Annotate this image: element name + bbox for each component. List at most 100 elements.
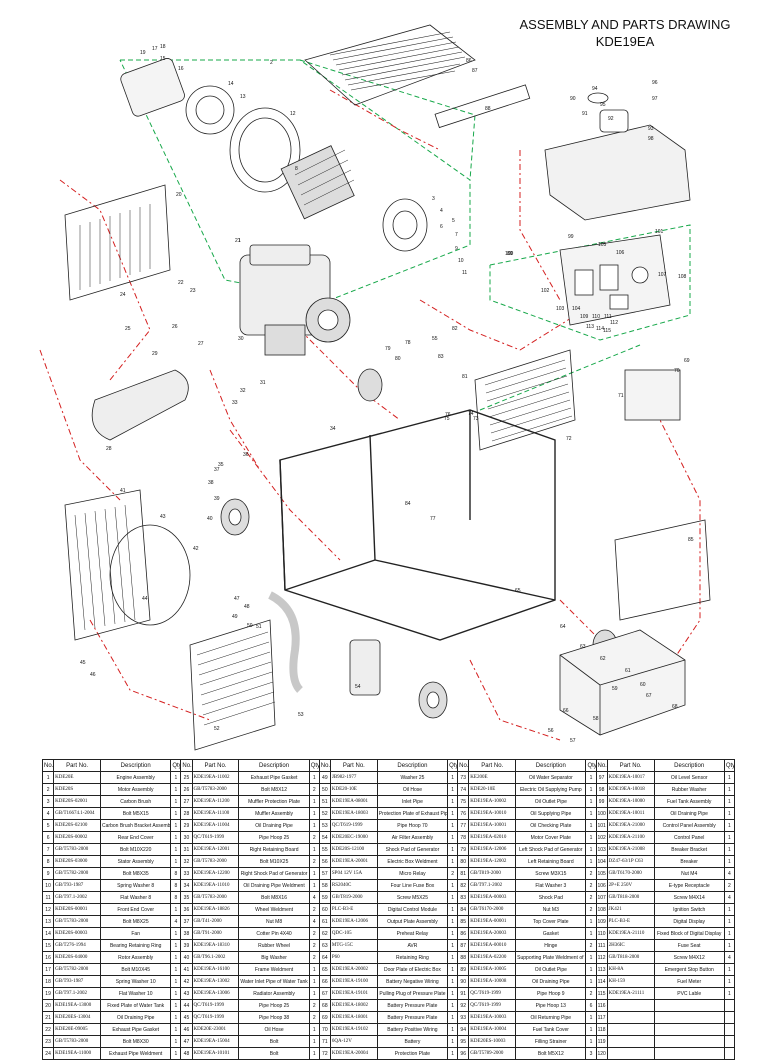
cell-qty: 1 bbox=[585, 1011, 597, 1024]
cell-qty: 1 bbox=[170, 819, 182, 832]
cell-qty: 1 bbox=[447, 795, 459, 808]
cell-qty: 8 bbox=[170, 879, 182, 892]
cell-pn: KDE19EA-13006 bbox=[191, 987, 240, 1000]
callout-54: 54 bbox=[355, 684, 361, 690]
callout-16: 16 bbox=[178, 66, 184, 72]
cell-qty: 1 bbox=[585, 783, 597, 796]
cell-desc: Fuel Meter bbox=[653, 975, 725, 988]
cell-qty bbox=[723, 1011, 736, 1024]
callout-111: 111 bbox=[604, 314, 612, 320]
cell-desc: Electric Box Weldment bbox=[376, 855, 449, 868]
callout-38: 38 bbox=[208, 480, 214, 486]
cell-desc: Rear End Cover bbox=[100, 831, 172, 844]
cell-no: 33 bbox=[180, 867, 193, 880]
cell-qty: 1 bbox=[723, 927, 736, 940]
cell-qty: 2 bbox=[308, 939, 320, 952]
cell-desc: Oil Level Sensor bbox=[653, 771, 725, 784]
cell-pn: KDE19EA-18001 bbox=[329, 1011, 378, 1024]
cell-pn: KDE19EA-21000 bbox=[606, 819, 655, 832]
cell-no: 50 bbox=[318, 783, 331, 796]
cell-no: 18 bbox=[41, 975, 55, 988]
cell-pn: KDE20E bbox=[53, 771, 102, 784]
cell-pn: P60 bbox=[329, 951, 378, 964]
callout-53: 53 bbox=[298, 712, 304, 718]
cell-pn: RS2040C bbox=[329, 879, 378, 892]
cell-pn: KDE19EA-08001 bbox=[329, 795, 378, 808]
cell-qty: 1 bbox=[308, 1035, 320, 1048]
callout-19: 19 bbox=[140, 50, 146, 56]
cell-desc: Pulling Plug of Pressure Plate bbox=[376, 987, 449, 1000]
cell-pn: GB/T6170-2000 bbox=[468, 903, 517, 916]
callout-39: 39 bbox=[214, 496, 220, 502]
cell-pn: GB/T818-2000 bbox=[606, 891, 655, 904]
cell-qty: 3 bbox=[585, 1047, 597, 1060]
cell-no: 45 bbox=[180, 1011, 193, 1024]
cell-qty: 1 bbox=[170, 1047, 182, 1060]
cell-no: 43 bbox=[180, 987, 193, 1000]
cell-no: 39 bbox=[180, 939, 193, 952]
cell-qty: 1 bbox=[170, 807, 182, 820]
cell-pn: KDE20S bbox=[53, 783, 102, 796]
cell-pn: KDE19EA-15004 bbox=[191, 1035, 240, 1048]
cell-desc: Oil Outlet Pipe bbox=[515, 795, 587, 808]
cell-no: 61 bbox=[318, 915, 331, 928]
callout-107: 107 bbox=[658, 272, 667, 278]
cell-qty: 1 bbox=[447, 1035, 459, 1048]
cell-qty: 1 bbox=[723, 831, 736, 844]
cell-no: 114 bbox=[595, 975, 608, 988]
cell-desc: Exhaust Pipe Gasket bbox=[100, 1023, 172, 1036]
cell-desc: Oil Draining Pipe bbox=[238, 819, 310, 832]
cell-qty: 2 bbox=[308, 855, 320, 868]
cell-no: 113 bbox=[595, 963, 608, 976]
cell-qty: 2 bbox=[308, 999, 320, 1012]
cell-no: 87 bbox=[457, 939, 470, 952]
callout-110: 110 bbox=[592, 314, 600, 320]
cell-desc: Oil Hose bbox=[376, 783, 449, 796]
cell-desc: Retaining Ring bbox=[376, 951, 449, 964]
cell-pn: KDE19EA-20002 bbox=[329, 963, 378, 976]
cell-pn: GB/T93-1987 bbox=[53, 879, 102, 892]
callout-29: 29 bbox=[152, 351, 158, 357]
callout-103: 103 bbox=[556, 306, 565, 312]
cell-no: 102 bbox=[595, 831, 608, 844]
callout-25: 25 bbox=[125, 326, 131, 332]
cell-qty: 1 bbox=[723, 771, 736, 784]
cell-pn: KDE19EA-13002 bbox=[191, 975, 240, 988]
radiator bbox=[64, 489, 191, 641]
cell-qty: 2 bbox=[308, 1011, 320, 1024]
cell-qty: 1 bbox=[447, 783, 459, 796]
cell-qty: 2 bbox=[585, 939, 597, 952]
cell-qty: 1 bbox=[447, 891, 459, 904]
cell-desc: Screw M4X14 bbox=[653, 891, 725, 904]
cell-no: 120 bbox=[595, 1047, 608, 1060]
cell-pn: KH-159 bbox=[606, 975, 655, 988]
cell-desc: Nut M8 bbox=[238, 915, 310, 928]
cell-qty bbox=[723, 1035, 736, 1048]
cell-no: 25 bbox=[180, 771, 193, 784]
inlet-pipe bbox=[268, 591, 304, 693]
cell-desc: Shock Pad of Generator bbox=[376, 843, 449, 856]
cell-desc: Bolt M8X16 bbox=[238, 891, 310, 904]
cell-qty: 1 bbox=[585, 819, 597, 832]
callout-86: 86 bbox=[466, 58, 472, 64]
cell-desc: Pipe Hoop 25 bbox=[238, 999, 310, 1012]
callout-59: 59 bbox=[612, 686, 618, 692]
cell-qty: 1 bbox=[447, 987, 459, 1000]
cell-desc: Oil Returning Pipe bbox=[515, 1011, 587, 1024]
cell-pn: GB/T6170-2000 bbox=[606, 867, 655, 880]
callout-81: 81 bbox=[462, 374, 468, 380]
cell-pn: 2P+E 250V bbox=[606, 879, 655, 892]
callout-33: 33 bbox=[232, 400, 238, 406]
cell-qty: 1 bbox=[170, 999, 182, 1012]
callout-90: 90 bbox=[570, 96, 576, 102]
cell-qty: 1 bbox=[170, 975, 182, 988]
cell-desc: Frame Weldment bbox=[238, 963, 310, 976]
cell-no: 104 bbox=[595, 855, 608, 868]
cell-desc: PVC Lable bbox=[653, 987, 725, 1000]
cell-no: 49 bbox=[318, 771, 331, 784]
cell-pn: KDE20E-09005 bbox=[53, 1023, 102, 1036]
cell-pn: KDE19EA-10000 bbox=[606, 795, 655, 808]
cell-pn: KDE20ES-10003 bbox=[468, 1035, 517, 1048]
